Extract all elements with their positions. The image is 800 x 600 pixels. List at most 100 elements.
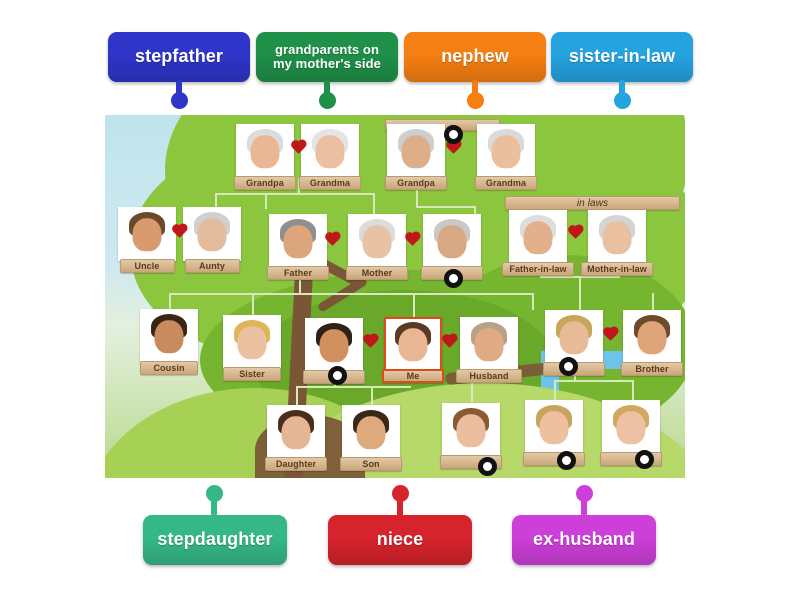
connector bbox=[252, 293, 254, 315]
connector bbox=[296, 386, 411, 388]
connector bbox=[169, 293, 534, 295]
portrait-face bbox=[356, 416, 386, 450]
label-chip-stepdaughter[interactable]: stepdaughter bbox=[143, 515, 287, 565]
nameplate-grandma-maternal: Grandma bbox=[475, 176, 537, 190]
label-pin-knob-stepfather[interactable] bbox=[170, 92, 188, 109]
label-pin-stem-niece[interactable] bbox=[397, 489, 403, 517]
portrait-photo bbox=[387, 124, 445, 178]
nameplate-grandpa-maternal: Grandpa bbox=[385, 176, 447, 190]
person-card-stepdaughter-slot bbox=[440, 403, 502, 473]
portrait-face bbox=[559, 321, 589, 355]
connector bbox=[371, 386, 373, 405]
connector bbox=[632, 380, 634, 400]
label-pin-knob-nephew[interactable] bbox=[466, 92, 484, 109]
label-pin-stem-ex-husband[interactable] bbox=[581, 489, 587, 517]
portrait-face bbox=[281, 416, 311, 450]
person-card-sister-in-law-slot bbox=[543, 310, 605, 380]
portrait-face bbox=[283, 225, 313, 259]
portrait-photo bbox=[509, 210, 567, 264]
target-grandparents-maternal[interactable] bbox=[444, 125, 463, 144]
label-chip-stepfather[interactable]: stepfather bbox=[108, 32, 250, 82]
portrait-face bbox=[197, 218, 227, 252]
target-nephew-1[interactable] bbox=[557, 451, 576, 470]
nameplate-son: Son bbox=[340, 457, 402, 471]
portrait-photo bbox=[423, 214, 481, 268]
person-card-aunty: Aunty bbox=[183, 207, 241, 277]
label-chip-text: stepfather bbox=[134, 46, 224, 67]
connector bbox=[416, 178, 418, 206]
label-pin-knob-stepdaughter[interactable] bbox=[205, 485, 223, 502]
person-card-me: Me bbox=[382, 317, 444, 387]
nameplate-sister: Sister bbox=[223, 367, 281, 381]
label-pin-knob-ex-husband[interactable] bbox=[575, 485, 593, 502]
person-card-grandpa-maternal: Grandpa bbox=[385, 124, 447, 194]
portrait-face bbox=[491, 135, 521, 169]
target-stepfather[interactable] bbox=[444, 269, 463, 288]
portrait-photo bbox=[442, 403, 500, 457]
target-stepdaughter[interactable] bbox=[478, 457, 497, 476]
nameplate-me: Me bbox=[382, 369, 444, 383]
portrait-photo bbox=[477, 124, 535, 178]
target-nephew-2[interactable] bbox=[635, 450, 654, 469]
person-card-mother-in-law: Mother-in-law bbox=[581, 210, 653, 280]
label-chip-text: ex-husband bbox=[532, 529, 635, 550]
label-chip-niece[interactable]: niece bbox=[328, 515, 472, 565]
label-chip-text: sister-in-law bbox=[568, 46, 676, 67]
portrait-face bbox=[401, 135, 431, 169]
portrait-face bbox=[474, 328, 504, 362]
person-card-grandpa-paternal: Grandpa bbox=[234, 124, 296, 194]
portrait-face bbox=[132, 218, 162, 252]
target-ex-husband[interactable] bbox=[328, 366, 347, 385]
portrait-photo bbox=[525, 400, 583, 454]
portrait-face bbox=[539, 411, 569, 445]
person-card-father: Father bbox=[267, 214, 329, 284]
target-sister-in-law[interactable] bbox=[559, 357, 578, 376]
portrait-face bbox=[637, 321, 667, 355]
connector bbox=[296, 386, 298, 405]
person-card-son: Son bbox=[340, 405, 402, 475]
nameplate-uncle: Uncle bbox=[119, 259, 175, 273]
portrait-photo bbox=[384, 317, 442, 371]
person-card-nephew-slot-1 bbox=[523, 400, 585, 470]
portrait-face bbox=[437, 225, 467, 259]
person-card-brother: Brother bbox=[621, 310, 683, 380]
connector bbox=[169, 293, 171, 309]
label-chip-sister-in-law[interactable]: sister-in-law bbox=[551, 32, 693, 82]
person-card-father-in-law: Father-in-law bbox=[502, 210, 574, 280]
label-pin-knob-niece[interactable] bbox=[391, 485, 409, 502]
portrait-face bbox=[315, 135, 345, 169]
portrait-photo bbox=[348, 214, 406, 268]
connector bbox=[299, 268, 301, 293]
label-chip-nephew[interactable]: nephew bbox=[404, 32, 546, 82]
label-pin-knob-grandparents[interactable] bbox=[318, 92, 336, 109]
portrait-photo bbox=[305, 318, 363, 372]
connector bbox=[532, 293, 534, 310]
connector bbox=[554, 380, 634, 382]
portrait-photo bbox=[342, 405, 400, 459]
portrait-photo bbox=[301, 124, 359, 178]
connector bbox=[416, 206, 476, 208]
portrait-face bbox=[237, 326, 267, 360]
person-card-uncle: Uncle bbox=[118, 207, 176, 277]
connector bbox=[215, 193, 217, 207]
connector bbox=[373, 193, 375, 214]
portrait-photo bbox=[267, 405, 325, 459]
portrait-photo bbox=[623, 310, 681, 364]
label-pin-stem-stepdaughter[interactable] bbox=[211, 489, 217, 517]
label-chip-text: nephew bbox=[441, 46, 509, 67]
portrait-face bbox=[398, 328, 428, 362]
nameplate-aunty: Aunty bbox=[184, 259, 240, 273]
connector bbox=[554, 380, 556, 400]
label-chip-grandparents[interactable]: grandparents on my mother's side bbox=[256, 32, 398, 82]
label-pin-knob-sister-in-law[interactable] bbox=[613, 92, 631, 109]
portrait-face bbox=[319, 329, 349, 363]
portrait-face bbox=[362, 225, 392, 259]
portrait-photo bbox=[223, 315, 281, 369]
connector bbox=[579, 276, 581, 316]
person-card-grandma-maternal: Grandma bbox=[475, 124, 537, 194]
nameplate-grandma-paternal: Grandma bbox=[299, 176, 361, 190]
label-chip-ex-husband[interactable]: ex-husband bbox=[512, 515, 656, 565]
connector bbox=[265, 193, 267, 209]
